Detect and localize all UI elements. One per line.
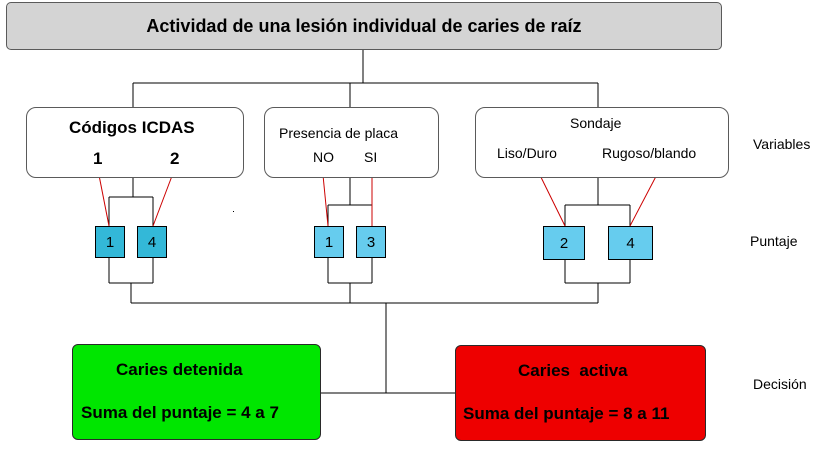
icdas-code-2: 2: [170, 149, 180, 168]
score-box-icdas-4: 4: [137, 226, 167, 258]
score-box-sondaje-4: 4: [608, 226, 653, 260]
placa-box: Presencia de placa NO SI: [264, 107, 439, 178]
sondaje-box: Sondaje Liso/Duro Rugoso/blando: [475, 107, 729, 178]
placa-option-no: NO: [313, 149, 334, 165]
diagram-title: Actividad de una lesión individual de ca…: [6, 2, 722, 50]
icdas-code-1: 1: [93, 149, 103, 168]
stray-dot: [233, 211, 234, 212]
decision-box-activa: Caries activa Suma del puntaje = 8 a 11: [455, 345, 706, 441]
icdas-box: Códigos ICDAS 1 2: [26, 107, 244, 178]
score-box-icdas-1: 1: [95, 226, 125, 258]
score-box-sondaje-2: 2: [543, 226, 585, 260]
score-box-placa-1: 1: [314, 226, 344, 258]
sondaje-option-liso: Liso/Duro: [497, 145, 557, 161]
icdas-title: Códigos ICDAS: [69, 118, 195, 137]
decision-activa-title: Caries activa: [518, 361, 628, 380]
label-puntaje: Puntaje: [750, 233, 798, 249]
decision-activa-rule: Suma del puntaje = 8 a 11: [463, 404, 670, 423]
sondaje-option-rugoso: Rugoso/blando: [602, 145, 697, 161]
decision-box-detenida: Caries detenida Suma del puntaje = 4 a 7: [72, 344, 321, 440]
label-decision: Decisión: [753, 376, 807, 392]
placa-option-si: SI: [364, 149, 378, 165]
score-box-placa-3: 3: [356, 226, 386, 258]
sondaje-title: Sondaje: [570, 115, 622, 131]
label-variables: Variables: [753, 136, 811, 152]
decision-detenida-rule: Suma del puntaje = 4 a 7: [81, 403, 279, 422]
placa-title: Presencia de placa: [279, 125, 399, 141]
decision-detenida-title: Caries detenida: [116, 360, 243, 379]
